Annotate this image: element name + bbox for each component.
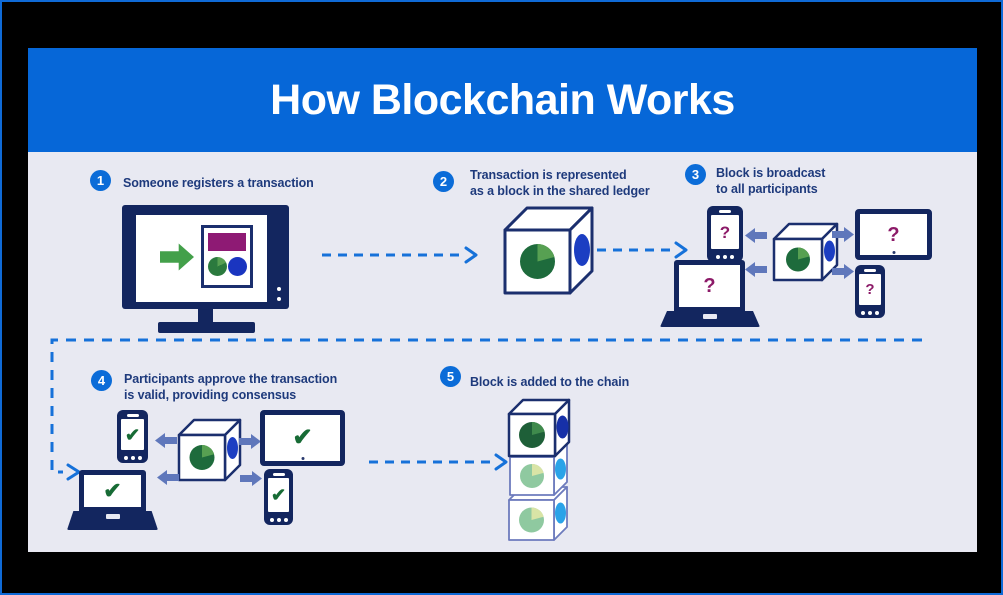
phone-screen: ? xyxy=(711,215,739,249)
phone-icon-step4-left: ✔ xyxy=(117,410,148,463)
step2-label-line1: Transaction is represented xyxy=(470,168,627,182)
laptop-screen: ✔ xyxy=(79,470,146,512)
connector-and-cube-layer xyxy=(50,206,922,541)
step1-badge: 1 xyxy=(90,170,111,191)
step4-badge: 4 xyxy=(91,370,112,391)
broadcast-arrows-step3 xyxy=(745,227,854,279)
phone-buttons xyxy=(861,310,879,315)
cube-side-ellipse xyxy=(574,234,590,266)
broadcast-cube-step3 xyxy=(772,222,839,282)
monitor-stand-neck xyxy=(198,308,213,324)
step3-label-line1: Block is broadcast xyxy=(716,166,826,180)
step5-badge: 5 xyxy=(440,366,461,387)
step3-badge: 3 xyxy=(685,164,706,185)
cube-side-ellipse xyxy=(555,458,566,480)
monitor-camera-dot xyxy=(892,251,895,254)
step5-label: Block is added to the chain xyxy=(470,374,629,390)
checkmark: ✔ xyxy=(124,424,141,445)
cube-side-ellipse xyxy=(227,437,238,459)
phone-speaker xyxy=(126,413,139,417)
arrow-right-icon xyxy=(240,471,262,486)
cube-side-ellipse xyxy=(824,240,835,262)
transaction-arrow-icon xyxy=(160,243,194,271)
checkmark: ✔ xyxy=(270,485,287,505)
monitor-screen xyxy=(136,215,267,302)
arrow-right-icon xyxy=(239,434,261,449)
step2-label: Transaction is represented as a block in… xyxy=(470,167,650,199)
step5-label-line1: Block is added to the chain xyxy=(470,375,630,389)
monitor-button-icon xyxy=(277,287,281,291)
monitor-camera-dot xyxy=(301,457,304,460)
step3-label: Block is broadcast to all participants xyxy=(716,165,825,197)
phone-buttons xyxy=(269,517,288,522)
step4-label-line2: is valid, providing consensus xyxy=(124,388,297,402)
consensus-cube-step4 xyxy=(177,418,242,482)
arrow-right-icon xyxy=(832,227,854,242)
transaction-field xyxy=(208,233,246,251)
step2-label-line2: as a block in the shared ledger xyxy=(470,184,650,198)
checkmark: ✔ xyxy=(292,424,313,451)
laptop-notch xyxy=(105,514,120,519)
transaction-panel xyxy=(201,225,253,288)
phone-screen: ? xyxy=(859,274,881,305)
dashed-arrow-step2-to-step3 xyxy=(597,241,688,259)
checkmark: ✔ xyxy=(103,478,122,503)
arrow-left-icon xyxy=(745,228,767,243)
monitor-button-icon xyxy=(277,297,281,301)
laptop-icon-step3: ? xyxy=(660,260,760,327)
dashed-arrow-step4-to-step5 xyxy=(369,453,508,471)
arrow-left-icon xyxy=(155,433,177,448)
desktop-monitor-icon xyxy=(122,205,289,309)
diagram-canvas: 1 2 3 4 5 Someone registers a transactio… xyxy=(28,152,977,552)
page-title: How Blockchain Works xyxy=(270,75,735,124)
question-mark: ? xyxy=(865,281,875,298)
step1-label: Someone registers a transaction xyxy=(123,175,314,191)
laptop-base xyxy=(660,311,760,327)
arrow-left-icon xyxy=(745,262,767,277)
step1-label-line1: Someone registers a transaction xyxy=(123,176,314,190)
phone-icon-step3-right: ? xyxy=(855,265,885,318)
consensus-arrows-step4 xyxy=(155,433,262,486)
laptop-base xyxy=(67,511,158,530)
phone-speaker xyxy=(864,268,876,272)
phone-buttons xyxy=(123,455,142,460)
cube-side-ellipse xyxy=(555,502,566,524)
phone-icon-step3-left: ? xyxy=(707,206,743,262)
green-pie-icon xyxy=(208,257,227,276)
laptop-screen: ? xyxy=(674,260,745,312)
laptop-notch xyxy=(703,314,717,319)
laptop-icon-step4: ✔ xyxy=(67,470,158,530)
monitor-icon-step3-right: ? xyxy=(855,209,932,260)
blue-dot-icon xyxy=(228,257,247,276)
cube-side-ellipse xyxy=(556,415,569,439)
phone-icon-step4-right: ✔ xyxy=(264,469,293,525)
arrow-right-icon xyxy=(832,264,854,279)
phone-screen: ✔ xyxy=(268,478,289,512)
phone-speaker xyxy=(272,472,285,476)
step2-badge: 2 xyxy=(433,171,454,192)
monitor-stand-base xyxy=(158,322,255,333)
phone-speaker xyxy=(719,209,731,213)
dashed-arrow-step1-to-step2 xyxy=(322,246,478,264)
arrow-left-icon xyxy=(157,470,179,485)
phone-screen: ✔ xyxy=(121,419,144,450)
question-mark: ? xyxy=(719,222,731,242)
phone-buttons xyxy=(716,254,734,259)
question-mark: ? xyxy=(887,223,900,246)
monitor-icon-step4-right: ✔ xyxy=(260,410,345,466)
ledger-block-cube-step2 xyxy=(503,206,594,295)
header-bar: How Blockchain Works xyxy=(28,48,977,152)
step4-label-line1: Participants approve the transaction xyxy=(124,372,338,386)
step4-label: Participants approve the transaction is … xyxy=(124,371,337,403)
chain-cube-top xyxy=(507,398,571,458)
question-mark: ? xyxy=(703,275,716,297)
step3-label-line2: to all participants xyxy=(716,182,818,196)
